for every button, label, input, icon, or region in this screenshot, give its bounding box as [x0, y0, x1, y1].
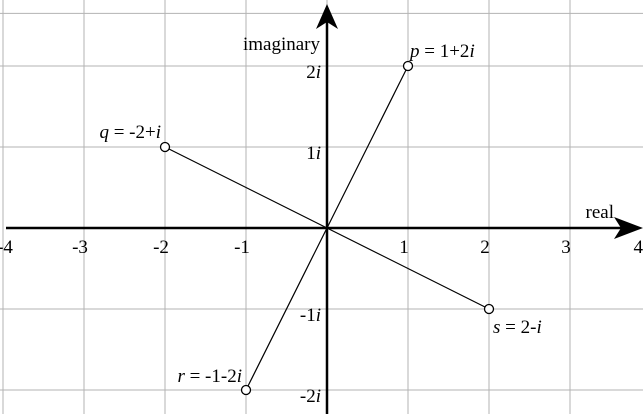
point-q: [159, 141, 171, 153]
y-tick-label: 2i: [306, 62, 321, 83]
points: [159, 60, 495, 396]
y-tick-label: -2i: [300, 386, 321, 407]
point-label-p: p = 1+2i: [408, 41, 475, 62]
x-tick-label: -1: [234, 237, 250, 258]
x-tick-label: 4: [634, 237, 643, 258]
segments: [164, 65, 490, 391]
x-tick-label: -2: [153, 237, 169, 258]
y-tick-label: 1i: [306, 143, 321, 164]
y-axis-label: imaginary: [243, 34, 321, 55]
x-axis-label: real: [586, 202, 614, 223]
real-axis-arrowhead: [614, 217, 643, 239]
point-label-q: q = -2+i: [99, 122, 161, 143]
axes: [6, 4, 643, 414]
point-p: [402, 60, 414, 72]
point-label-s: s = 2-i: [493, 317, 542, 338]
y-tick-label: -1i: [300, 305, 321, 326]
point-labels: p = 1+2i q = -2+i r = -1-2i s = 2-i: [99, 41, 541, 387]
x-tick-label: 1: [399, 237, 409, 258]
tick-labels: -4 -3 -2 -1 1 2 3 4 2i 1i -1i -2i: [0, 62, 643, 407]
x-tick-label: 3: [561, 237, 571, 258]
point-r: [240, 384, 252, 396]
point-label-r: r = -1-2i: [177, 366, 242, 387]
x-tick-label: -4: [0, 237, 13, 258]
point-s: [483, 303, 495, 315]
x-tick-label: 2: [480, 237, 490, 258]
x-tick-label: -3: [72, 237, 88, 258]
imaginary-axis-arrowhead: [316, 4, 338, 29]
segment-q-s: [164, 146, 490, 310]
